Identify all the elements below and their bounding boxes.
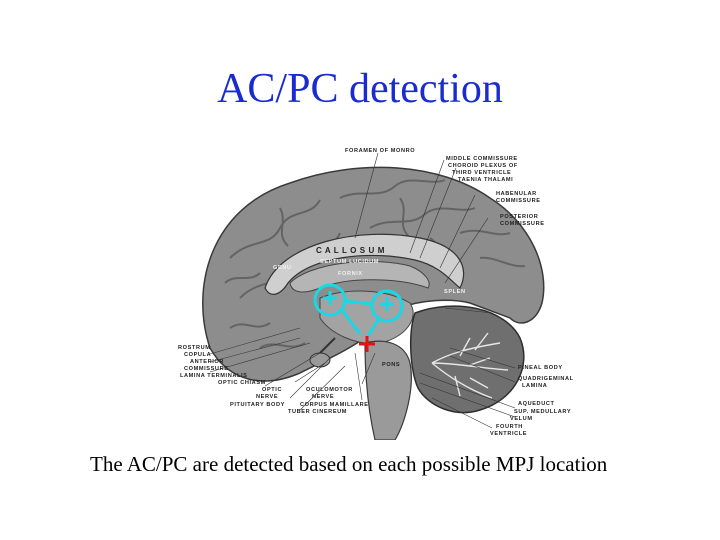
brain-illustration — [202, 152, 545, 440]
mpj-marker-icon — [359, 336, 375, 352]
label-taenia-thalami: TAENIA THALAMI — [458, 177, 514, 183]
label-corpus-mamillare: CORPUS MAMILLARE — [300, 402, 369, 408]
cerebellum — [409, 305, 525, 414]
label-optic-nerve-1: OPTIC — [262, 387, 283, 393]
label-copula: COPULA — [184, 352, 212, 358]
label-septum-lucidum: SEPTUM LUCIDUM — [320, 259, 380, 265]
slide-caption: The AC/PC are detected based on each pos… — [90, 452, 608, 476]
label-oculomotor-1: OCULOMOTOR — [306, 387, 353, 393]
leader-lines — [209, 152, 516, 429]
pituitary-body — [309, 352, 331, 368]
label-aqueduct: AQUEDUCT — [518, 401, 555, 407]
label-choroid-plexus-1: CHOROID PLEXUS OF — [448, 163, 518, 169]
ac-pc-connector — [340, 299, 380, 337]
label-pons: PONS — [382, 362, 401, 368]
label-fourth-ventricle-2: VENTRICLE — [490, 431, 528, 437]
label-medullary-velum-2: VELUM — [510, 416, 533, 422]
label-quadrigeminal-2: LAMINA — [522, 383, 548, 389]
label-callosum: C A L L O S U M — [316, 246, 386, 255]
label-posterior-2: COMMISSURE — [500, 221, 545, 227]
arbor-vitae — [431, 332, 509, 399]
label-middle-commissure: MIDDLE COMMISSURE — [446, 156, 518, 162]
label-oculomotor-2: NERVE — [312, 394, 335, 400]
label-quadrigeminal-1: QUADRIGEMINAL — [518, 376, 574, 382]
label-pituitary-body: PITUITARY BODY — [230, 402, 285, 408]
septum-lucidum — [289, 261, 430, 293]
label-optic-chiasm: OPTIC CHIASM — [218, 380, 266, 386]
label-lamina-terminalis: LAMINA TERMINALIS — [180, 373, 248, 379]
label-splenium: SPLEN — [444, 289, 466, 295]
label-habenular-2: COMMISSURE — [496, 198, 541, 204]
label-choroid-plexus-2: THIRD VENTRICLE — [452, 170, 512, 176]
slide-title: AC/PC detection — [217, 66, 503, 112]
label-anterior-1: ANTERIOR — [190, 359, 225, 365]
label-fornix: FORNIX — [338, 271, 363, 277]
label-anterior-2: COMMISSURE — [184, 366, 229, 372]
label-rostrum: ROSTRUM — [178, 345, 211, 351]
label-optic-nerve-2: NERVE — [256, 394, 279, 400]
corpus-callosum — [264, 233, 465, 295]
label-fourth-ventricle-1: FOURTH — [496, 424, 523, 430]
label-foramen-of-monro: FORAMEN OF MONRO — [345, 148, 416, 154]
label-genu: GENU — [273, 265, 292, 271]
brain-sagittal-figure: FORAMEN OF MONRO MIDDLE COMMISSURE CHORO… — [170, 138, 573, 440]
label-medullary-velum-1: SUP. MEDULLARY — [514, 409, 572, 415]
pc-marker-icon — [370, 289, 404, 323]
label-habenular-1: HABENULAR — [496, 191, 537, 197]
label-posterior-1: POSTERIOR — [500, 214, 539, 220]
label-pineal-body: PINEAL BODY — [518, 365, 563, 371]
brainstem — [364, 340, 412, 440]
ac-marker-icon — [313, 283, 347, 317]
label-tuber-cinereum: TUBER CINEREUM — [288, 409, 348, 415]
